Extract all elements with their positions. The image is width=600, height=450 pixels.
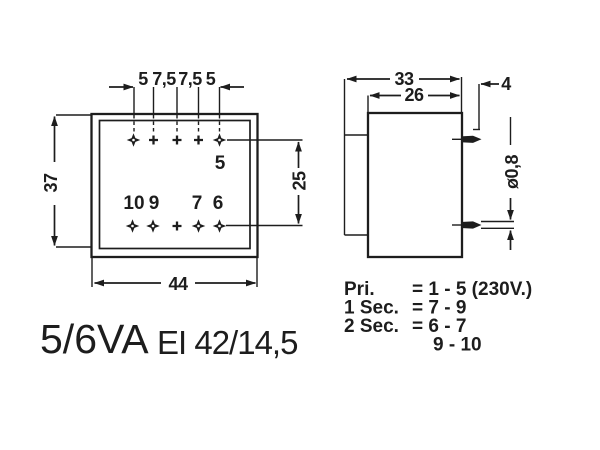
pin-9-number: 9 xyxy=(149,193,160,214)
pin-9-icon xyxy=(146,219,160,233)
dim-label-row-spacing: 25 xyxy=(290,171,310,191)
side-pin-bottom xyxy=(452,220,514,230)
dim-pin-diameter: ø0,8 xyxy=(502,117,522,250)
table-row-2-label: 1 Sec. xyxy=(344,298,399,319)
core-type-text: EI 42/14,5 xyxy=(157,324,297,361)
side-body xyxy=(366,111,464,259)
pin-10-number: 10 xyxy=(123,193,144,214)
dim-label-4: 4 xyxy=(501,74,511,94)
pin-row-top: 5 xyxy=(126,133,227,174)
dim-label-26: 26 xyxy=(404,85,424,105)
pin-7-number: 7 xyxy=(192,193,203,214)
side-pin-top xyxy=(452,135,482,143)
core-stack xyxy=(343,79,368,236)
dim-label-pitch-2: 7,5 xyxy=(152,69,176,89)
pin-10-icon xyxy=(125,219,140,233)
pin-7-icon xyxy=(191,219,206,233)
pin-row-bottom: 10 9 7 6 xyxy=(123,193,227,233)
pin-1-icon xyxy=(126,133,141,147)
dim-pin-length-4: 4 xyxy=(473,74,512,131)
front-outer-body xyxy=(90,112,259,259)
dim-label-33: 33 xyxy=(394,69,414,89)
dim-label-height: 37 xyxy=(41,173,61,193)
dim-label-pitch-3: 7,5 xyxy=(178,69,202,89)
dim-depth-33: 33 xyxy=(346,69,460,89)
dim-row-spacing-25: 25 xyxy=(226,139,310,227)
table-row-4-value: 9 - 10 xyxy=(433,335,482,356)
pin-5-icon xyxy=(212,133,227,147)
dim-pin-pitch: 5 7,5 7,5 5 xyxy=(109,69,244,91)
table-row-3-label: 2 Sec. xyxy=(344,316,399,337)
dim-height-37: 37 xyxy=(41,114,92,248)
dim-label-pin-diameter: ø0,8 xyxy=(502,155,522,190)
table-row-1-label: Pri. xyxy=(344,279,375,300)
pin-2-cross-icon xyxy=(147,134,160,146)
pin-pitch-extension-lines xyxy=(133,87,221,132)
part-designation: 5/6VA EI 42/14,5 xyxy=(40,316,298,362)
pin-5-number: 5 xyxy=(215,153,226,174)
table-row-2-value: = 7 - 9 xyxy=(412,298,466,319)
winding-connection-table: Pri. = 1 - 5 (230V.) 1 Sec. = 7 - 9 2 Se… xyxy=(344,279,532,356)
pin-6-icon xyxy=(212,219,227,233)
side-view: 33 26 4 ø0,8 xyxy=(343,69,522,259)
table-row-3-value: = 6 - 7 xyxy=(412,316,466,337)
front-inner-body xyxy=(98,119,251,250)
pin-6-number: 6 xyxy=(213,193,224,214)
pin-8-cross-icon xyxy=(171,220,183,232)
pin-4-cross-icon xyxy=(192,134,205,146)
dim-label-pitch-1: 5 xyxy=(138,69,148,89)
pin-3-cross-icon xyxy=(171,134,183,146)
dim-label-width: 44 xyxy=(168,274,188,294)
dim-label-pitch-4: 5 xyxy=(206,69,216,89)
table-row-1-value: = 1 - 5 (230V.) xyxy=(412,279,532,300)
dim-depth-26: 26 xyxy=(369,85,460,105)
front-view: 5 7,5 7,5 5 37 44 25 xyxy=(41,69,310,294)
dim-width-44: 44 xyxy=(91,258,258,294)
power-rating-text: 5/6VA xyxy=(40,316,149,362)
